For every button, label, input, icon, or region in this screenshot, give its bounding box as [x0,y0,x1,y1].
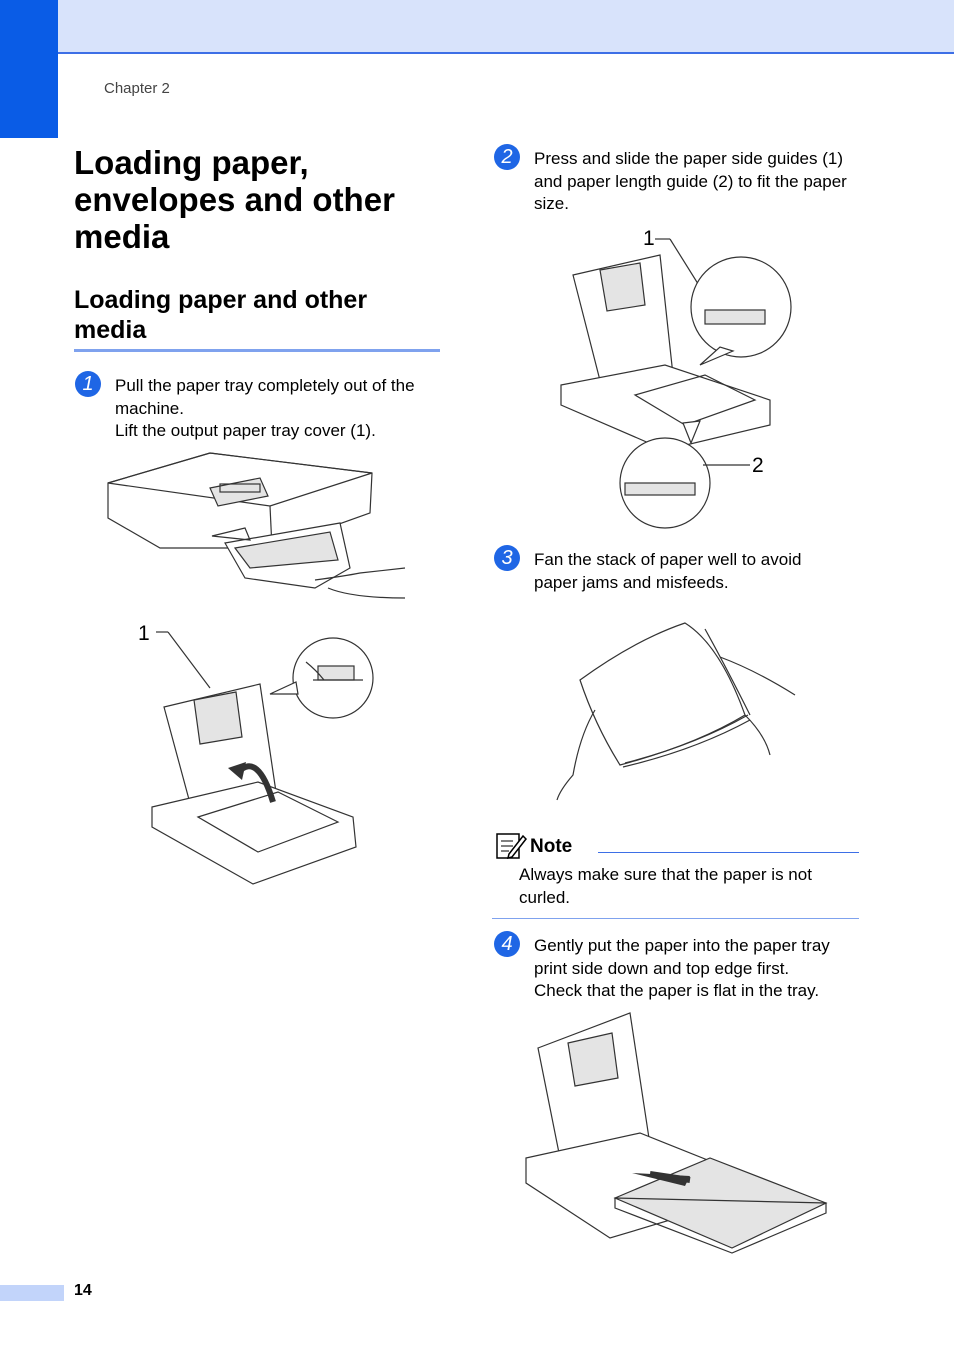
page-number-band [0,1285,64,1301]
fan-paper-illustration [556,622,796,801]
insert-paper-illustration [525,1012,828,1254]
note-top-rule [598,852,859,853]
printer-tray-illustration [107,452,406,599]
note-title: Note [530,836,573,857]
step-number-3: 3 [494,545,520,571]
chapter-tab [0,0,58,138]
step-text-1: Pull the paper tray completely out of th… [115,375,445,443]
step-number-4: 4 [494,931,520,957]
step-1-line-2: Lift the output paper tray cover (1). [115,421,376,440]
section-title: Loading paper and other media [74,286,368,344]
tray-guides-illustration [560,238,792,529]
chapter-label: Chapter 2 [104,80,170,97]
step-text-2: Press and slide the paper side guides (1… [534,148,864,216]
note-bottom-rule [492,918,859,919]
step-text-4: Gently put the paper into the paper tray… [534,935,864,1003]
section-rule [74,349,440,352]
page-number: 14 [74,1282,92,1299]
note-icon [496,833,527,860]
tray-cover-illustration [151,631,374,885]
step-4-line-1: Gently put the paper into the paper tray… [534,936,830,978]
step-1-line-1: Pull the paper tray completely out of th… [115,376,415,418]
note-text: Always make sure that the paper is not c… [519,865,812,907]
step-number-2: 2 [494,144,520,170]
callout-1-side-guide: 1 [643,227,655,250]
callout-1-cover: 1 [138,622,150,645]
callout-2-length-guide: 2 [752,454,764,477]
step-2-line-1: Press and slide the paper side guides (1… [534,149,847,213]
page-title: Loading paper, envelopes and other media [74,144,395,255]
header-band [58,0,954,54]
step-3-line-1: Fan the stack of paper well to avoid pap… [534,550,802,592]
step-number-1: 1 [75,371,101,397]
step-text-3: Fan the stack of paper well to avoid pap… [534,549,844,594]
step-4-line-2: Check that the paper is flat in the tray… [534,981,820,1000]
